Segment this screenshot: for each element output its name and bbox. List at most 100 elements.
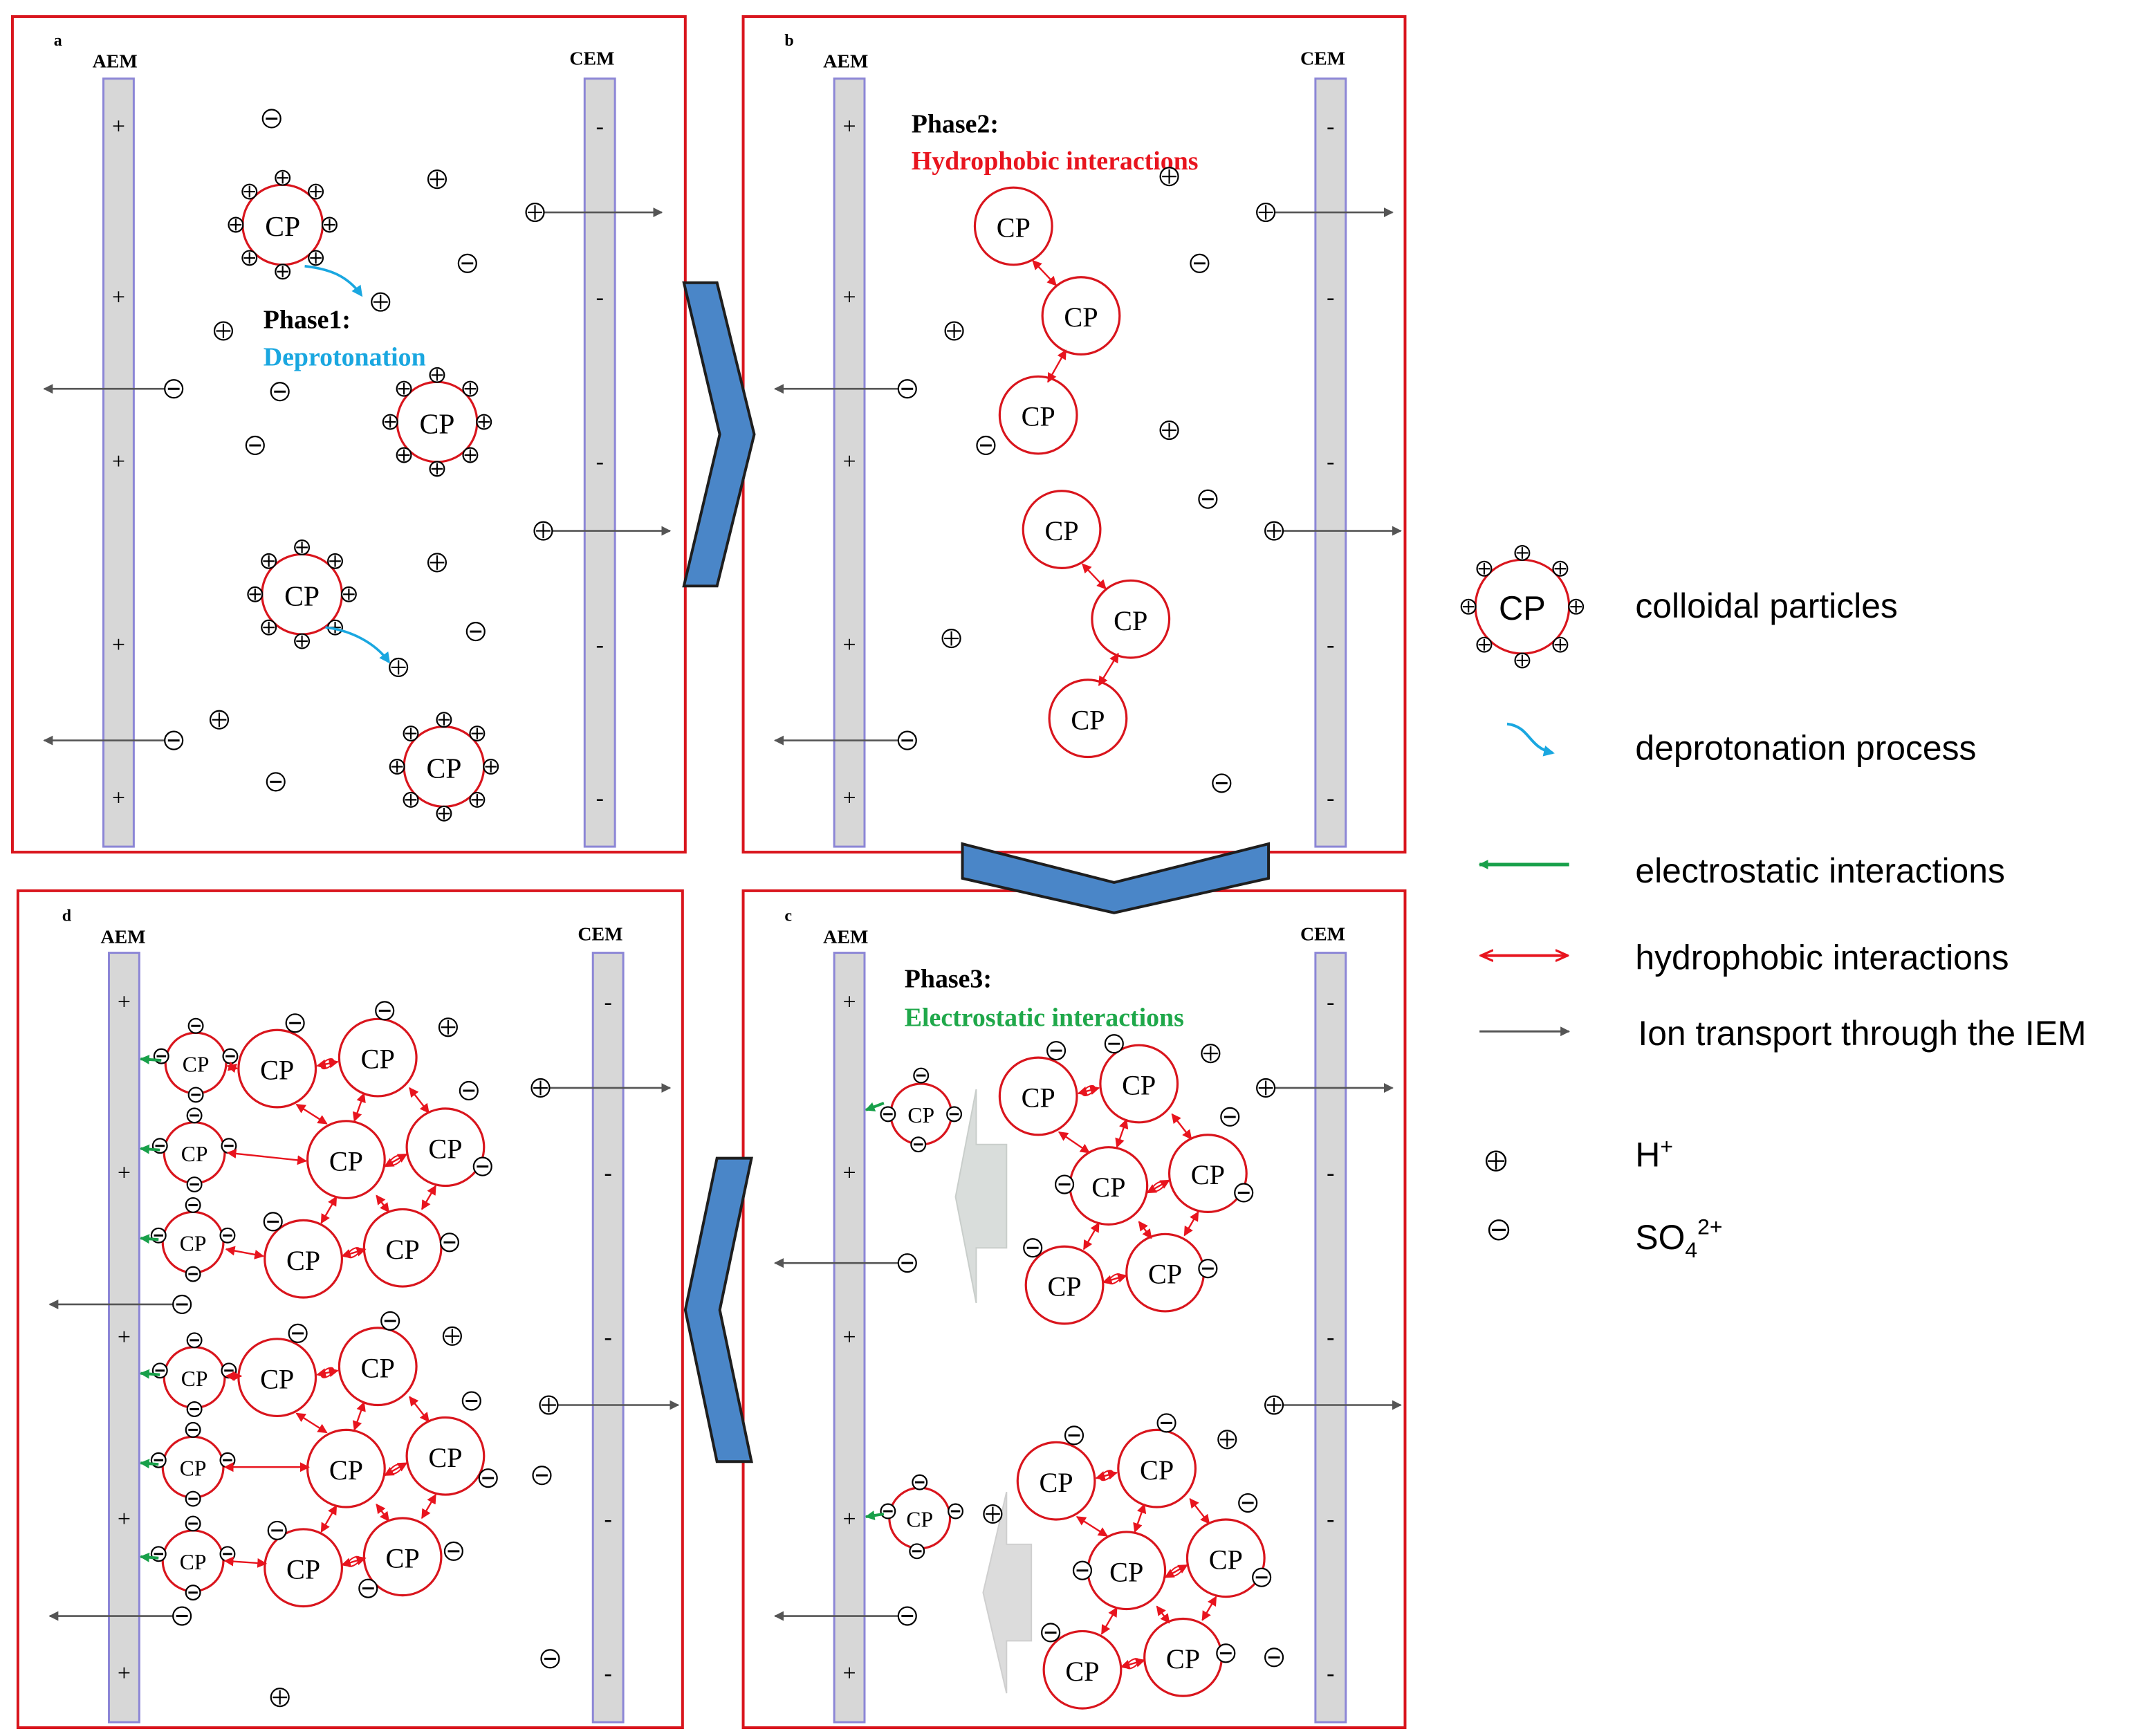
proton-icon xyxy=(533,521,553,541)
proton-icon xyxy=(438,1017,458,1037)
sulfate-icon xyxy=(172,1606,192,1626)
cem-sign: - xyxy=(1327,449,1334,474)
cem-label: CEM xyxy=(1300,48,1345,70)
sulfate-icon xyxy=(285,1013,305,1033)
sulfate-icon xyxy=(219,1227,236,1244)
sulfate-icon xyxy=(288,1323,308,1343)
hydrophobic-interaction xyxy=(1095,1470,1118,1481)
sulfate-icon xyxy=(459,1080,479,1101)
cem-label: CEM xyxy=(569,48,614,70)
sulfate-icon xyxy=(1023,1238,1043,1258)
proton-icon xyxy=(247,586,264,602)
aem-sign: + xyxy=(118,1506,131,1532)
aem-sign: + xyxy=(118,1661,131,1686)
aem-sign: + xyxy=(842,1161,856,1186)
colloidal-particle: CP xyxy=(998,1056,1078,1136)
proton-icon xyxy=(1568,598,1585,615)
hydrophobic-interaction xyxy=(316,1367,339,1378)
aem-sign: + xyxy=(118,1324,131,1350)
proton-icon xyxy=(308,183,324,200)
cem-membrane: ----- xyxy=(1314,952,1347,1724)
sulfate-icon xyxy=(461,1391,481,1411)
legend-particle-icon: CP xyxy=(1460,545,1585,669)
hydrophobic-interaction xyxy=(1077,1084,1100,1096)
particle-label: CP xyxy=(907,1103,934,1127)
sulfate-icon xyxy=(478,1468,498,1488)
particle-label: CP xyxy=(906,1507,933,1531)
proton-icon xyxy=(241,183,258,200)
colloidal-particle: CP xyxy=(264,1528,344,1608)
legend-label-ion-transport: Ion transport through the IEM xyxy=(1638,1014,2086,1053)
sulfate-icon xyxy=(375,1001,395,1021)
aem-membrane: +++++ xyxy=(833,952,866,1724)
sulfate-icon xyxy=(1198,489,1218,509)
cem-sign: - xyxy=(596,632,604,658)
panel-c-labels: c AEM CEM Phase3: Electrostatic interact… xyxy=(784,907,1345,1033)
proton-icon xyxy=(403,791,419,808)
electrostatic-interaction xyxy=(139,1234,159,1244)
proton-icon xyxy=(483,759,499,775)
sulfate-icon xyxy=(185,1421,201,1438)
particle-label: CP xyxy=(420,408,455,440)
particle-label: CP xyxy=(1140,1455,1174,1486)
hydrophobic-interaction xyxy=(1102,1273,1128,1285)
aem-sign: + xyxy=(112,632,125,658)
hydrophobic-interaction xyxy=(1076,1515,1109,1537)
push-arrow-lower xyxy=(982,1491,1033,1694)
sulfate-icon xyxy=(909,1543,925,1560)
electrostatic-interaction xyxy=(139,1369,160,1379)
flow-arrow-b-to-c xyxy=(961,842,1271,914)
colloidal-particle: CP xyxy=(1091,579,1171,659)
hydrophobic-interaction xyxy=(352,1401,366,1431)
aem-membrane: +++++ xyxy=(107,952,140,1724)
particle-label: CP xyxy=(997,212,1031,243)
hydrophobic-interaction xyxy=(223,1556,268,1568)
sulfate-icon xyxy=(186,1107,203,1124)
hydrophobic-interaction xyxy=(1146,1179,1170,1194)
proton-icon xyxy=(1476,560,1493,577)
particle-label: CP xyxy=(329,1455,363,1486)
sulfate-icon xyxy=(897,1606,917,1626)
colloidal-particle: CP xyxy=(237,1338,317,1418)
legend-deprotonation-icon xyxy=(1506,722,1555,757)
hydrophobic-interaction xyxy=(1183,1211,1199,1237)
proton-icon xyxy=(1514,545,1531,561)
hydrophobic-interaction xyxy=(320,1504,338,1533)
panel-letter: a xyxy=(54,32,62,50)
sulfate-icon xyxy=(270,382,290,402)
particle-label: CP xyxy=(180,1232,207,1256)
hydrophobic-interaction xyxy=(421,1185,437,1210)
hydrophobic-interaction xyxy=(1082,1222,1100,1250)
particle-label: CP xyxy=(428,1442,462,1473)
particle-label: CP xyxy=(260,1363,294,1394)
sulfate-icon xyxy=(219,1546,236,1562)
aem-sign: + xyxy=(842,1661,856,1686)
hydrophobic-interaction xyxy=(376,1194,390,1213)
cem-sign: - xyxy=(596,285,604,311)
colloidal-particle: CP xyxy=(163,1121,226,1185)
cem-sign: - xyxy=(1327,632,1334,658)
membranes: +++++----- xyxy=(107,952,625,1724)
colloidal-particle: CP xyxy=(1024,1245,1105,1325)
proton-icon xyxy=(396,380,412,397)
proton-icon xyxy=(327,553,343,569)
sulfate-icon xyxy=(1064,1425,1084,1446)
proton-icon xyxy=(462,380,479,397)
proton-icon xyxy=(1460,598,1477,615)
proton-icon xyxy=(1476,636,1493,653)
sulfate-icon xyxy=(472,1156,492,1176)
hydrophobic-interaction xyxy=(225,1246,265,1259)
panel-b-labels: b AEM CEM Phase2: Hydrophobic interactio… xyxy=(784,32,1345,176)
proton-icon xyxy=(436,712,452,728)
proton-icon xyxy=(944,321,964,341)
colloidal-particle: CP xyxy=(998,375,1078,455)
membranes: +++++----- xyxy=(102,77,616,848)
proton-icon xyxy=(429,461,445,477)
sulfate-icon xyxy=(221,1138,237,1154)
proton-icon xyxy=(530,1078,551,1098)
colloidal-particle: CP xyxy=(338,1327,418,1407)
proton-icon xyxy=(403,726,419,742)
hydrophobic-interaction xyxy=(1100,1607,1118,1635)
cem-sign: - xyxy=(604,1161,612,1186)
sulfate-icon xyxy=(185,1266,201,1282)
